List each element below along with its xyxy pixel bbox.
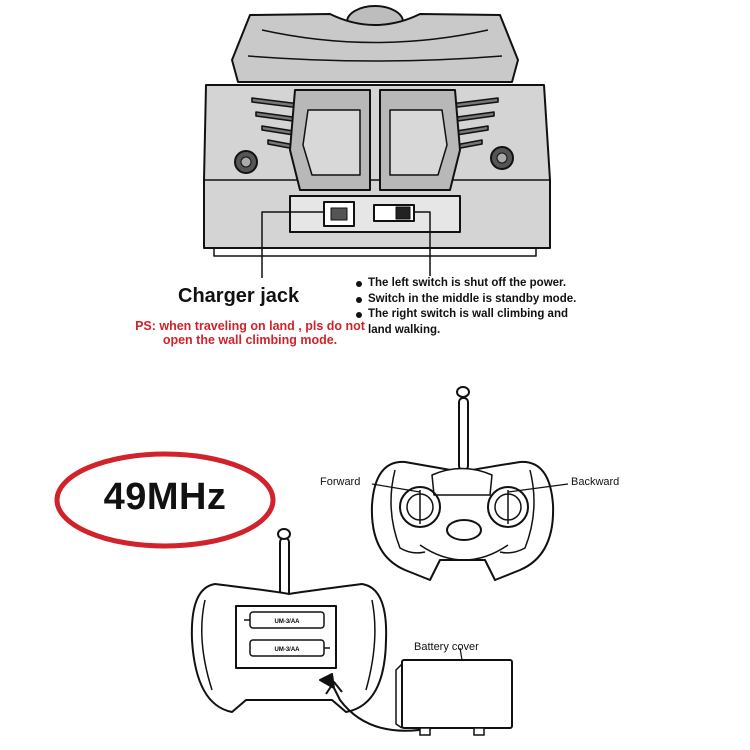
charger-jack-leader — [261, 211, 324, 278]
charger-jack-label: Charger jack — [178, 285, 300, 307]
battery-cover — [395, 647, 513, 736]
battery-cover-label: Battery cover — [414, 641, 479, 653]
backward-leader — [507, 483, 569, 493]
bullet-icon — [356, 312, 362, 318]
bullet-icon — [356, 281, 362, 287]
ps-warning-note: PS: when traveling on land , pls do not … — [135, 319, 365, 347]
cell-label-top: UM-3/AA — [275, 619, 301, 625]
frequency-oval — [54, 451, 276, 549]
right-joystick — [487, 486, 529, 528]
forward-leader — [371, 483, 421, 493]
bullet-icon — [356, 296, 362, 303]
switch-note-item: The left switch is shut off the power. — [356, 276, 576, 292]
switch-note-item: The right switch is wall climbing and — [356, 307, 576, 323]
remote-back-antenna — [279, 537, 290, 599]
switch-note-text: Switch in the middle is standby mode. — [368, 292, 577, 305]
center-button — [446, 519, 482, 541]
remote-back-view — [190, 528, 433, 732]
wall-car-rear-view — [203, 5, 551, 278]
car-upper-shell — [231, 13, 519, 83]
switch-note-text: The left switch is shut off the power. — [368, 277, 567, 289]
switch-note-text: The right switch is wall climbing and — [368, 308, 568, 320]
switch-note-continuation: land walking. — [356, 323, 576, 339]
remote-front-view — [370, 386, 569, 581]
switch-leader — [414, 211, 431, 276]
switch-note-item: Switch in the middle is standby mode. — [356, 292, 576, 308]
frequency-label: 49MHz — [103, 476, 227, 518]
left-joystick — [399, 486, 441, 528]
cover-arrow — [333, 687, 433, 732]
forward-label: Forward — [320, 476, 361, 488]
cell-label-bottom: UM-3/AA — [275, 647, 301, 653]
switch-note-text: land walking. — [368, 323, 441, 336]
backward-label: Backward — [571, 476, 620, 488]
remote-front-antenna — [458, 397, 469, 471]
switch-notes-list: The left switch is shut off the power. S… — [356, 276, 576, 338]
